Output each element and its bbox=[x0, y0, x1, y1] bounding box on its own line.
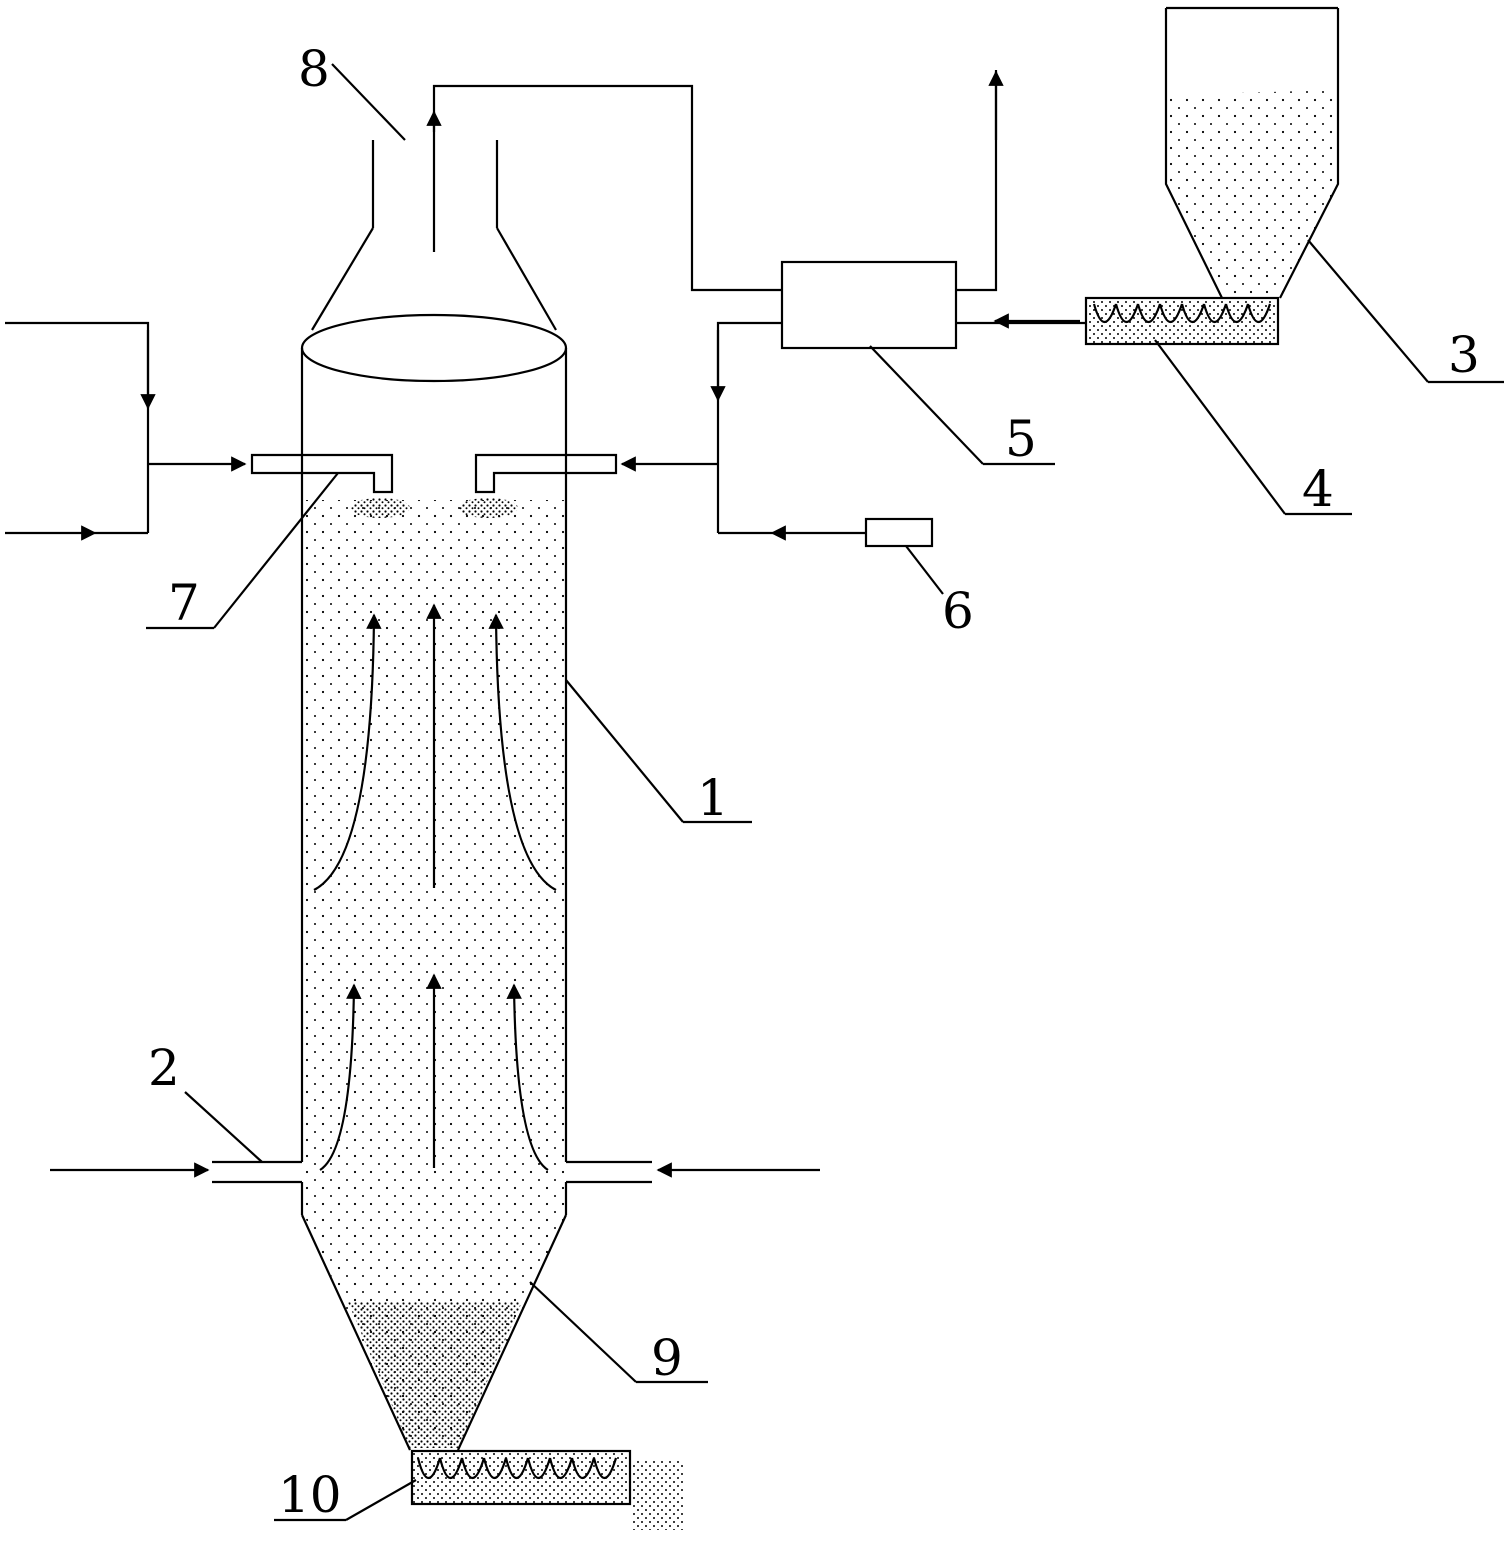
gas-outlet bbox=[311, 110, 557, 331]
label-reactor: 1 bbox=[697, 769, 729, 827]
right-feed-lines bbox=[620, 321, 866, 541]
label-feed-screw: 4 bbox=[1302, 460, 1334, 518]
cone-bottom bbox=[301, 1214, 567, 1451]
internal-flow-arrows bbox=[313, 603, 557, 1171]
hopper bbox=[1164, 6, 1340, 299]
label-gas-inlet: 2 bbox=[148, 1039, 180, 1097]
label-additive-unit: 6 bbox=[942, 582, 974, 640]
gas-inlet-left bbox=[50, 1160, 302, 1184]
label-hopper: 3 bbox=[1448, 326, 1480, 384]
spray-nozzle-right bbox=[458, 453, 618, 518]
label-gas-outlet: 8 bbox=[298, 40, 330, 98]
feed-screw bbox=[1084, 296, 1280, 346]
left-feed-lines bbox=[5, 321, 247, 541]
spray-nozzle-left bbox=[250, 453, 410, 518]
label-spray-nozzle: 7 bbox=[168, 574, 200, 632]
additive-unit bbox=[864, 517, 934, 548]
heat-exchanger bbox=[432, 70, 1086, 350]
gas-inlet-right bbox=[566, 1160, 820, 1184]
label-heat-exchanger: 5 bbox=[1005, 410, 1037, 468]
leader-lines bbox=[146, 63, 1504, 1522]
discharge-particles bbox=[632, 1460, 684, 1530]
top-ellipse bbox=[300, 313, 568, 383]
label-discharge-screw: 10 bbox=[278, 1466, 342, 1524]
label-cone-bottom: 9 bbox=[651, 1329, 683, 1387]
settled-bed bbox=[348, 1302, 522, 1448]
discharge-screw bbox=[410, 1449, 684, 1530]
